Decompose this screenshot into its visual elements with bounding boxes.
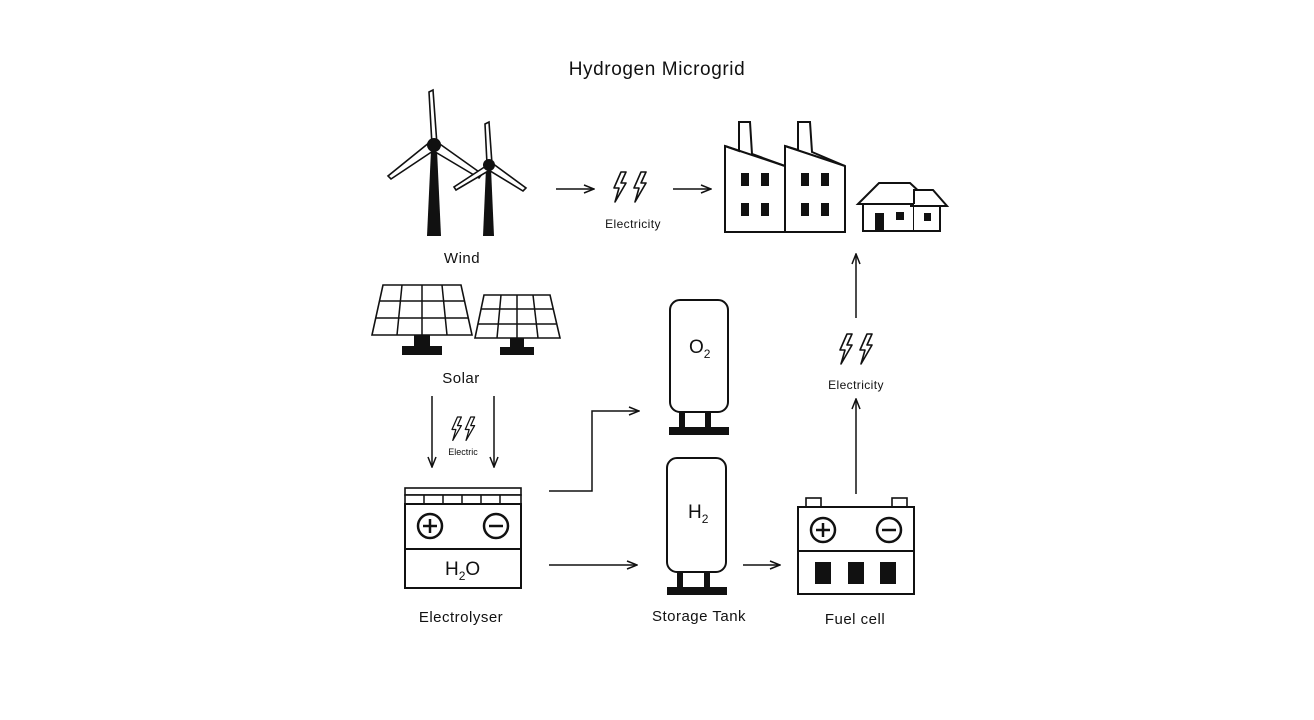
electrolyser-icon bbox=[404, 487, 522, 589]
h2o-formula: H2O bbox=[445, 559, 480, 583]
diagram-title: Hydrogen Microgrid bbox=[569, 59, 746, 80]
arrow-electrolyser-to-oxygen bbox=[549, 411, 639, 492]
electrolyser-label: Electrolyser bbox=[419, 609, 503, 626]
fuel-cell-label: Fuel cell bbox=[825, 611, 885, 628]
solar-label: Solar bbox=[442, 370, 480, 387]
houses-icon bbox=[855, 182, 950, 232]
h2-formula: H2 bbox=[688, 502, 709, 526]
wind-label: Wind bbox=[444, 250, 480, 267]
lightning-bolt-icon bbox=[839, 333, 873, 365]
factory-icon bbox=[724, 121, 846, 233]
wind-turbines-icon bbox=[386, 88, 528, 236]
storage-tank-label: Storage Tank bbox=[652, 608, 746, 625]
fuel-cell-icon bbox=[797, 497, 915, 595]
solar-panels-icon bbox=[371, 284, 562, 355]
electric-label: Electric bbox=[448, 447, 478, 457]
electricity-label-right: Electricity bbox=[828, 378, 884, 392]
hydrogen-tank-icon bbox=[666, 457, 727, 595]
lightning-bolt-icon bbox=[613, 171, 647, 203]
electricity-label-top: Electricity bbox=[605, 217, 661, 231]
lightning-bolt-icon bbox=[451, 416, 476, 442]
oxygen-tank-icon bbox=[669, 299, 729, 435]
o2-formula: O2 bbox=[689, 337, 711, 361]
